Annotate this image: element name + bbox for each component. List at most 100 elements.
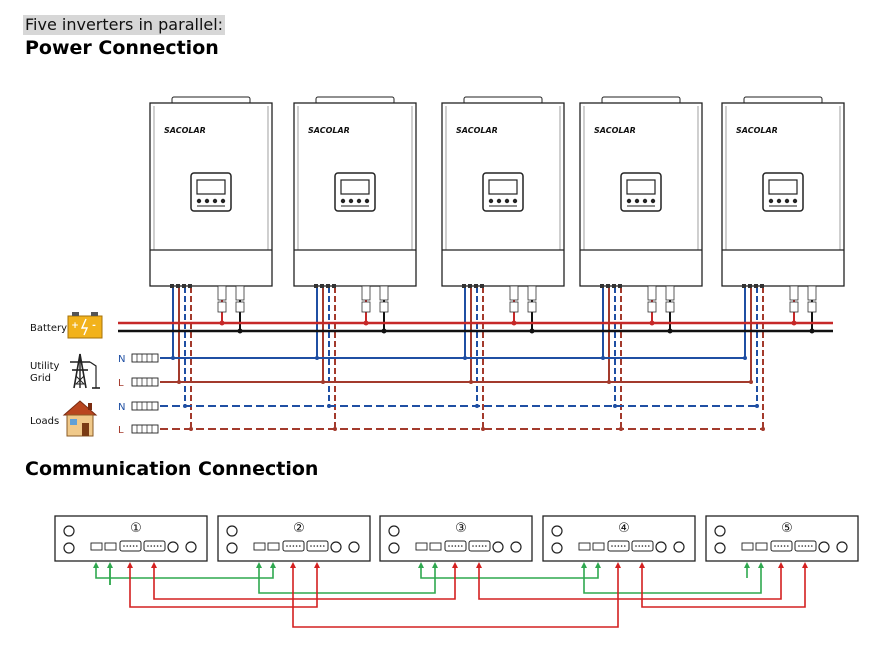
connector-arrow: [418, 562, 424, 568]
current-share-port: [578, 542, 591, 551]
battery-connector: [509, 301, 519, 313]
panel-button: [220, 198, 226, 204]
utility-label: Utility: [30, 361, 59, 372]
battery-connector: [379, 301, 389, 313]
loads-label: Loads: [30, 416, 59, 427]
inverter-5-wires: [744, 287, 815, 429]
unit-panel: [705, 515, 859, 562]
battery-connector: [527, 301, 537, 313]
current-share-port: [415, 542, 428, 551]
comm-unit-2: ②: [217, 515, 371, 562]
mounting-hole: [226, 525, 238, 537]
port-pin: [472, 545, 474, 547]
lcd-screen: [340, 179, 370, 195]
junction-dot: [315, 356, 319, 360]
junction-dot: [333, 427, 337, 431]
junction-dot: [189, 427, 193, 431]
mounting-hole: [551, 525, 563, 537]
unit-panel: [217, 515, 371, 562]
port-pin: [641, 545, 644, 547]
terminal-plug: [131, 377, 159, 387]
power-wiring: [118, 287, 833, 431]
junction-dot: [469, 380, 473, 384]
ac-terminal: [480, 284, 484, 288]
panel-button: [496, 198, 502, 204]
ac-terminal: [188, 284, 192, 288]
battery-fuse: [361, 285, 371, 301]
comm-unit-1: ①: [54, 515, 208, 562]
panel-button: [196, 198, 202, 204]
battery-icon: +-: [67, 312, 103, 339]
port-pin: [286, 545, 288, 547]
grid-label: Grid: [30, 373, 51, 384]
mounting-hole: [655, 541, 667, 553]
port-pin: [774, 545, 776, 547]
battery-connector: [807, 301, 817, 313]
ac-terminal: [320, 284, 324, 288]
current-share-port: [267, 542, 280, 551]
junction-dot: [177, 380, 181, 384]
mounting-hole: [167, 541, 179, 553]
mounting-hole: [714, 525, 726, 537]
ac-terminal: [760, 284, 764, 288]
ac-terminal: [612, 284, 616, 288]
panel-button: [504, 198, 510, 204]
lightning-bolt: [80, 318, 89, 336]
port-pin: [123, 545, 125, 547]
lcd-screen: [626, 179, 656, 195]
port-pin: [787, 545, 789, 547]
port-pin: [475, 545, 478, 547]
comm-unit-5: ⑤: [705, 515, 859, 562]
current-share-port: [104, 542, 117, 551]
junction-dot: [743, 356, 747, 360]
mounting-hole: [388, 542, 400, 554]
window: [70, 419, 77, 425]
junction-dot: [761, 427, 765, 431]
terminal-letter: N: [118, 402, 125, 413]
lcd-screen: [488, 179, 518, 195]
battery-connector: [665, 301, 675, 313]
terminal-l-grid: L: [118, 377, 159, 389]
junction-dot: [601, 356, 605, 360]
mounting-hole: [551, 542, 563, 554]
current-share-port: [592, 542, 605, 551]
brand-logo: SACOLAR: [736, 126, 778, 135]
port-pin: [153, 545, 156, 547]
battery-label: Battery: [30, 323, 67, 334]
terminal-plug: [131, 424, 159, 434]
inverter-1: SACOLAR: [149, 96, 273, 313]
brand-logo: SACOLAR: [164, 126, 206, 135]
green-link-4-5: [583, 567, 762, 594]
ac-terminal: [468, 284, 472, 288]
panel-button: [212, 198, 218, 204]
port-pin: [313, 545, 316, 547]
mounting-hole: [714, 542, 726, 554]
mounting-hole: [388, 525, 400, 537]
battery-fuse: [807, 285, 817, 301]
ac-terminal: [754, 284, 758, 288]
ac-terminal: [474, 284, 478, 288]
port-pin: [783, 545, 786, 547]
current-share-port: [741, 542, 754, 551]
unit-number: ①: [130, 521, 142, 536]
mounting-hole: [818, 541, 830, 553]
inverter-4: SACOLAR: [579, 96, 703, 313]
mounting-hole: [63, 542, 75, 554]
terminal-letter: N: [118, 354, 125, 365]
battery-fuse: [789, 285, 799, 301]
mounting-hole: [836, 541, 848, 553]
unit-panel: [542, 515, 696, 562]
panel-button: [768, 198, 774, 204]
panel-button: [348, 198, 354, 204]
connector-arrow: [802, 562, 808, 568]
red-link-2-4: [292, 567, 619, 628]
port-pin: [295, 545, 298, 547]
port-pin: [150, 545, 152, 547]
port-pin: [129, 545, 132, 547]
port-pin: [614, 545, 616, 547]
port-pin: [160, 545, 162, 547]
ac-terminal: [182, 284, 186, 288]
connector-arrow: [595, 562, 601, 568]
